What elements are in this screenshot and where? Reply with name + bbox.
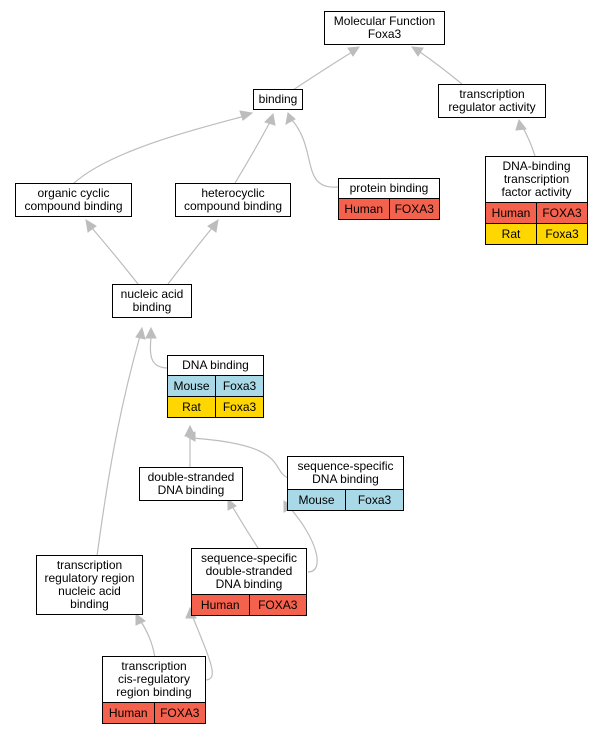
edge-ssdsdb-dsdb: [231, 505, 259, 549]
node-label: Molecular Function Foxa3: [333, 14, 436, 41]
arrowhead-dnab-nab: [145, 326, 157, 339]
species-cell: Human: [339, 198, 389, 219]
node-organic-cyclic-compound-binding[interactable]: organic cyclic compound binding: [15, 183, 132, 217]
gene-table: Mouse Foxa3: [288, 489, 403, 510]
node-protein-binding[interactable]: protein binding Human FOXA3: [338, 178, 440, 220]
node-label: sequence-specific double-stranded DNA bi…: [200, 551, 298, 591]
node-nucleic-acid-binding[interactable]: nucleic acid binding: [112, 284, 192, 318]
edge-nab-hcb: [167, 227, 213, 285]
node-label: heterocyclic compound binding: [183, 186, 283, 213]
node-binding[interactable]: binding: [253, 89, 303, 110]
node-sequence-specific-dna-binding[interactable]: sequence-specific DNA binding Mouse Foxa…: [287, 456, 404, 511]
gene-table: Human FOXA3 Rat Foxa3: [486, 202, 587, 244]
species-cell: Human: [103, 702, 154, 723]
node-heterocyclic-compound-binding[interactable]: heterocyclic compound binding: [175, 183, 291, 217]
gene-table: Mouse Foxa3 Rat Foxa3: [168, 375, 263, 417]
edge-binding-mf: [289, 51, 353, 93]
gene-cell: FOXA3: [536, 202, 587, 224]
node-label: nucleic acid binding: [120, 287, 184, 314]
node-dna-binding-transcription-factor-activity[interactable]: DNA-binding transcription factor activit…: [485, 156, 588, 245]
edge-tcrrb-trrnab: [139, 619, 156, 659]
arrowhead-hcb-binding: [264, 112, 276, 126]
arrowhead-pb-binding: [285, 112, 296, 125]
species-cell: Mouse: [168, 375, 216, 397]
arrowhead-ssdb-dnab: [184, 431, 196, 442]
gene-cell: Foxa3: [215, 375, 263, 397]
edge-hcb-binding: [234, 121, 271, 184]
species-cell: Rat: [168, 396, 216, 417]
arrowhead-dbtfa-tra: [515, 118, 527, 131]
gene-row: Mouse Foxa3: [168, 375, 263, 397]
gene-row: Human FOXA3: [192, 594, 306, 615]
node-molecular-function[interactable]: Molecular Function Foxa3: [324, 11, 445, 45]
gene-cell: Foxa3: [536, 223, 587, 244]
gene-cell: Foxa3: [215, 396, 263, 417]
node-label: transcription regulatory region nucleic …: [44, 558, 135, 611]
edge-trrnab-nab: [96, 335, 141, 557]
species-cell: Human: [192, 594, 249, 615]
gene-table: Human FOXA3: [339, 198, 439, 219]
species-cell: Human: [486, 202, 537, 224]
arrowhead-trrnab-nab: [135, 326, 146, 340]
edge-ssdsdb-ssdb: [289, 507, 318, 573]
node-label: DNA-binding transcription factor activit…: [501, 159, 572, 199]
edge-nab-ocb: [91, 227, 139, 285]
edge-tcrrb-ssdsdb: [191, 614, 213, 681]
node-label: sequence-specific DNA binding: [297, 459, 394, 486]
node-label: transcription cis-regulatory region bind…: [116, 659, 192, 699]
gene-row: Mouse Foxa3: [288, 489, 403, 510]
node-dna-binding[interactable]: DNA binding Mouse Foxa3 Rat Foxa3: [167, 355, 264, 418]
node-label: DNA binding: [182, 358, 249, 372]
node-transcription-regulator-activity[interactable]: transcription regulator activity: [438, 84, 546, 118]
gene-cell: Foxa3: [345, 489, 403, 510]
node-label: binding: [258, 92, 298, 106]
node-label: transcription regulator activity: [448, 87, 536, 114]
node-label: protein binding: [349, 181, 429, 195]
node-label: double-stranded DNA binding: [147, 470, 235, 497]
gene-table: Human FOXA3: [103, 702, 205, 723]
gene-row: Human FOXA3: [486, 202, 587, 224]
arrowhead-ssdsdb-dsdb: [227, 497, 237, 511]
arrowhead-binding-mf: [347, 46, 360, 57]
species-cell: Rat: [486, 223, 537, 244]
edge-tra-mf: [419, 51, 463, 85]
gene-cell: FOXA3: [248, 594, 306, 615]
edge-pb-binding: [291, 119, 339, 188]
edge-ocb-binding: [72, 115, 246, 185]
gene-row: Rat Foxa3: [168, 396, 263, 417]
arrowhead-nab-ocb: [85, 219, 97, 233]
gene-row: Rat Foxa3: [486, 223, 587, 244]
arrowhead-tra-mf: [411, 46, 424, 57]
edge-ssdb-dnab: [191, 437, 289, 479]
arrowhead-tcrrb-trrnab: [135, 612, 146, 626]
gene-row: Human FOXA3: [103, 702, 205, 723]
node-double-stranded-dna-binding[interactable]: double-stranded DNA binding: [139, 467, 243, 501]
gene-cell: FOXA3: [153, 702, 205, 723]
arrowhead-ocb-binding: [239, 110, 254, 121]
edge-dbtfa-tra: [521, 125, 536, 157]
node-transcription-regulatory-region-nucleic-acid-binding[interactable]: transcription regulatory region nucleic …: [36, 555, 143, 615]
gene-cell: FOXA3: [388, 198, 439, 219]
species-cell: Mouse: [288, 489, 346, 510]
node-label: organic cyclic compound binding: [24, 186, 123, 213]
edge-dnab-nab: [149, 335, 169, 369]
node-transcription-cis-regulatory-region-binding[interactable]: transcription cis-regulatory region bind…: [102, 656, 206, 724]
arrowhead-nab-hcb: [207, 219, 219, 233]
gene-table: Human FOXA3: [192, 594, 306, 615]
node-sequence-specific-double-stranded-dna-binding[interactable]: sequence-specific double-stranded DNA bi…: [191, 548, 307, 616]
gene-row: Human FOXA3: [339, 198, 439, 219]
